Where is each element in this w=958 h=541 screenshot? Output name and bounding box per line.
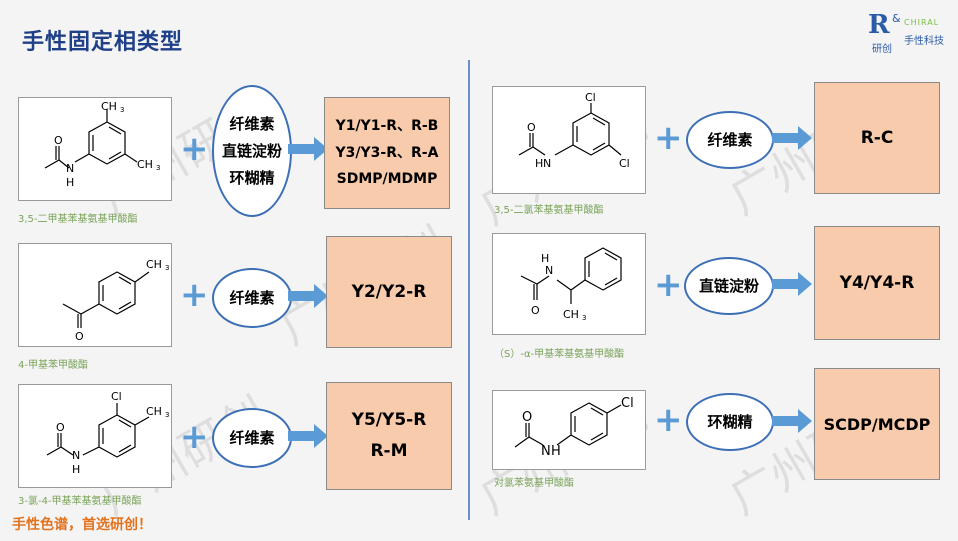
product-code: Y2/Y2-R: [351, 282, 427, 302]
column-product-box: Y1/Y1-R、R-B Y3/Y3-R、R-A SDMP/MDMP: [324, 97, 450, 209]
atom-label: N: [66, 162, 74, 175]
molecule-caption: 对氯苯氨基甲酸酯: [494, 478, 574, 489]
plus-icon: +: [654, 265, 683, 305]
atom-label: 3: [165, 264, 169, 272]
atom-label: 3: [120, 106, 124, 114]
slogan: 手性色谱，首选研创！: [12, 517, 152, 533]
product-code: SCDP/MCDP: [823, 414, 931, 434]
selector-label: 环糊精: [707, 412, 753, 431]
atom-label: Cl: [621, 396, 634, 411]
atom-label: H: [551, 444, 561, 459]
product-code: SDMP/MDMP: [336, 171, 438, 188]
atom-label: N: [545, 264, 553, 277]
plus-icon: +: [654, 118, 683, 158]
plus-icon: +: [180, 417, 209, 457]
molecule-caption: 3-氯-4-甲基苯基氨基甲酸酯: [18, 496, 142, 507]
molecule-caption: （S）-α-甲基苯基氨基甲酸酯: [494, 349, 625, 360]
atom-label: CH: [146, 405, 162, 418]
arrow-right-icon: [772, 272, 812, 296]
plus-icon: +: [654, 400, 683, 440]
atom-label: Cl: [619, 157, 630, 170]
molecule-structure: CH 3 O: [18, 243, 172, 347]
selector-label: 纤维素: [229, 114, 275, 133]
atom-label: O: [75, 330, 84, 343]
atom-label: O: [531, 304, 540, 317]
product-code: R-M: [370, 441, 408, 461]
selector-label: 纤维素: [707, 130, 753, 149]
atom-label: CH: [101, 100, 117, 113]
atom-label: CH: [563, 308, 579, 321]
column-product-box: Y5/Y5-R R-M: [326, 382, 452, 490]
company-logo: R & CHIRAL 研创 手性科技: [868, 10, 948, 55]
atom-label: 3: [165, 411, 169, 419]
arrow-right-icon: [772, 409, 812, 433]
molecule-caption: 3,5-二氯苯基氨基甲酸酯: [494, 205, 604, 216]
selector-ellipse: 纤维素 直链淀粉 环糊精: [212, 85, 292, 217]
logo-chiral-text: CHIRAL: [904, 18, 940, 27]
product-code: Y4/Y4-R: [839, 273, 915, 293]
selector-label: 环糊精: [229, 168, 275, 187]
atom-label: O: [56, 421, 65, 434]
atom-label: N: [72, 449, 80, 462]
selector-label: 直链淀粉: [221, 141, 282, 160]
atom-label: H: [541, 252, 549, 265]
selector-ellipse: 纤维素: [212, 408, 292, 468]
plus-icon: +: [180, 275, 209, 315]
molecule-structure: Cl CH 3 N H O: [18, 384, 172, 488]
atom-label: 3: [156, 164, 160, 172]
atom-label: N: [543, 157, 551, 170]
product-code: Y1/Y1-R、R-B: [335, 118, 439, 135]
product-code: Y3/Y3-R、R-A: [335, 144, 439, 161]
atom-label: 3: [582, 314, 586, 322]
logo-cn-left: 研创: [872, 44, 892, 55]
column-product-box: R-C: [814, 82, 940, 194]
selector-label: 纤维素: [229, 428, 275, 447]
atom-label: O: [527, 121, 536, 134]
selector-label: 直链淀粉: [698, 276, 759, 295]
selector-ellipse: 直链淀粉: [684, 257, 774, 315]
molecule-structure: CH 3 CH 3 N H O: [18, 97, 172, 201]
arrow-right-icon: [772, 126, 812, 150]
logo-ampersand: &: [892, 12, 901, 25]
column-product-box: SCDP/MCDP: [814, 368, 940, 480]
selector-label: 纤维素: [229, 288, 275, 307]
plus-icon: +: [180, 129, 209, 169]
molecule-caption: 4-甲基苯甲酸酯: [18, 360, 88, 371]
atom-label: H: [72, 463, 80, 476]
atom-label: N: [541, 444, 551, 459]
atom-label: H: [66, 176, 74, 189]
atom-label: Cl: [111, 390, 122, 403]
product-code: Y5/Y5-R: [351, 410, 427, 431]
molecule-caption: 3,5-二甲基苯基氨基甲酸酯: [18, 214, 138, 225]
selector-ellipse: 纤维素: [686, 111, 774, 169]
atom-label: Cl: [585, 91, 596, 104]
logo-letter-r: R: [868, 10, 890, 40]
arrow-right-icon: [288, 137, 328, 161]
selector-ellipse: 纤维素: [212, 268, 292, 328]
logo-cn-right: 手性科技: [904, 36, 944, 47]
selector-ellipse: 环糊精: [686, 393, 774, 451]
atom-label: O: [54, 134, 63, 147]
arrow-right-icon: [288, 424, 328, 448]
center-divider: [468, 60, 470, 520]
atom-label: CH: [146, 258, 162, 271]
product-code: R-C: [860, 128, 894, 148]
column-product-box: Y2/Y2-R: [326, 236, 452, 348]
arrow-right-icon: [288, 284, 328, 308]
atom-label: O: [522, 410, 532, 425]
atom-label: H: [535, 157, 543, 170]
molecule-structure: N H O CH 3: [492, 233, 646, 335]
molecule-structure: Cl Cl N H O: [492, 86, 646, 194]
page-title: 手性固定相类型: [22, 30, 184, 55]
molecule-structure: Cl N H O: [492, 390, 646, 470]
atom-label: CH: [137, 158, 153, 171]
column-product-box: Y4/Y4-R: [814, 226, 940, 340]
